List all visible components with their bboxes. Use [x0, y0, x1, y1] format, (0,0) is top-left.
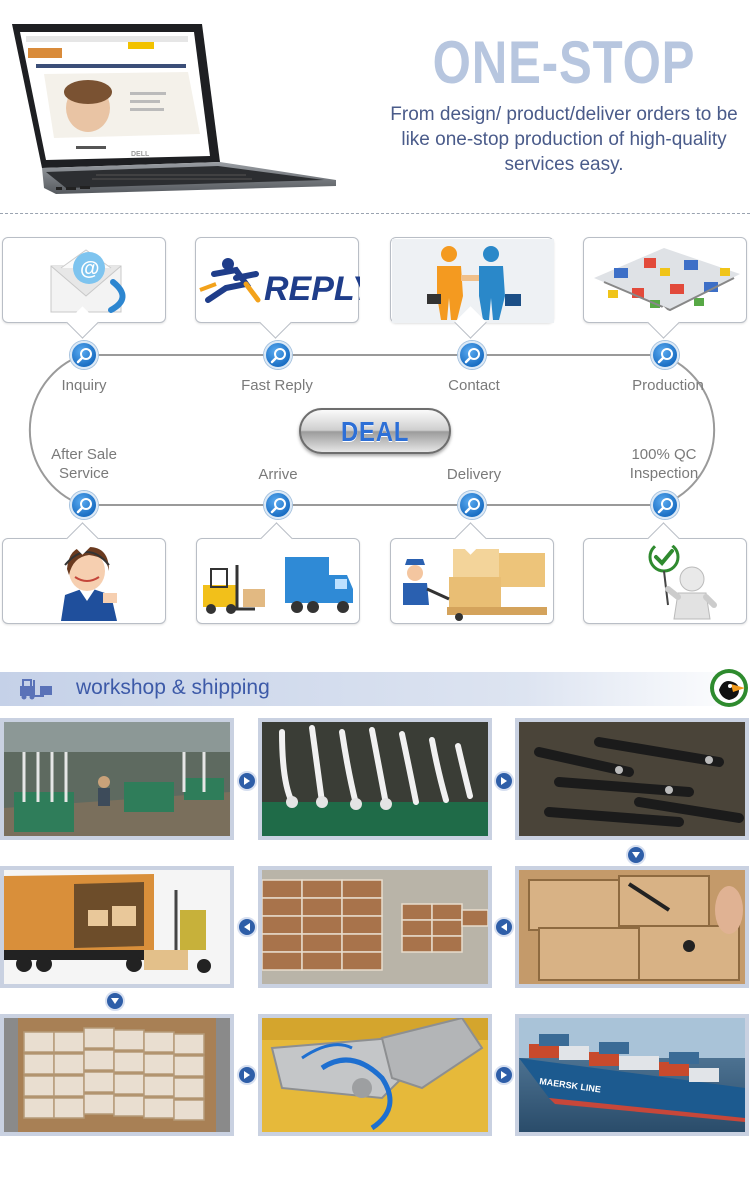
step-label-after-sale-service: After Sale Service: [51, 446, 117, 482]
production-search-icon[interactable]: [651, 341, 679, 369]
delivery-card: [390, 538, 554, 624]
photo-product-closeup-blue-cord[interactable]: [258, 1014, 492, 1136]
arrive-card: [196, 538, 360, 624]
qc-search-icon[interactable]: [651, 491, 679, 519]
prev-arrow-icon[interactable]: [494, 917, 514, 937]
next-arrow-icon[interactable]: [237, 771, 257, 791]
next-arrow-icon[interactable]: [237, 1065, 257, 1085]
next-arrow-icon[interactable]: [494, 1065, 514, 1085]
inquiry-card: @: [2, 237, 166, 323]
photo-black-part-bins[interactable]: [515, 718, 749, 840]
workshop-header-bar: [0, 672, 750, 706]
prev-arrow-icon[interactable]: [237, 917, 257, 937]
contact-search-icon[interactable]: [458, 341, 486, 369]
workshop-title: workshop & shipping: [76, 676, 270, 699]
forklift-truck-icon: [203, 557, 353, 614]
factory-line-icon: [594, 248, 740, 312]
photo-white-coated-hooks[interactable]: [258, 718, 492, 840]
handshake-icon: [392, 239, 554, 323]
email-at-icon: @: [50, 249, 126, 313]
step-label-production: Production: [632, 377, 704, 394]
production-card: [583, 237, 747, 323]
support-agent-icon: [61, 546, 117, 621]
step-label-arrive: Arrive: [258, 466, 298, 483]
deal-label: DEAL: [340, 416, 410, 447]
reply-word: REPLY: [264, 270, 360, 308]
step-label-delivery: Delivery: [446, 466, 502, 483]
laptop-image: DELL: [12, 24, 336, 194]
photo-container-ship[interactable]: MAERSK LINE: [515, 1014, 749, 1136]
step-label-fast-reply: Fast Reply: [241, 377, 313, 394]
contact-card: [390, 237, 554, 323]
deal-button[interactable]: DEAL: [299, 408, 451, 454]
tagline: From design/ product/deliver orders to b…: [390, 104, 738, 175]
down-arrow-icon[interactable]: [105, 991, 125, 1011]
delivery-search-icon[interactable]: [458, 491, 486, 519]
pallet-delivery-icon: [403, 549, 547, 621]
down-arrow-icon[interactable]: [626, 845, 646, 865]
photo-container-full-cartons[interactable]: [0, 1014, 234, 1136]
step-label-inquiry: Inquiry: [61, 377, 107, 394]
photo-workshop-hanging-line[interactable]: [0, 718, 234, 840]
hero-section: DELL ONE-STOP From design/ product/deliv…: [0, 0, 750, 210]
qc-inspection-card: [583, 538, 747, 624]
toucan-logo-icon: [710, 669, 748, 707]
arrive-search-icon[interactable]: [264, 491, 292, 519]
fast-reply-card: REPLY: [195, 237, 360, 323]
after-sale-search-icon[interactable]: [70, 491, 98, 519]
svg-text:DELL: DELL: [131, 151, 150, 158]
after-sale-card: [2, 538, 166, 624]
next-arrow-icon[interactable]: [494, 771, 514, 791]
forklift-icon: [20, 679, 52, 700]
photo-container-loading-forklift[interactable]: [0, 866, 234, 988]
fast-reply-search-icon[interactable]: [264, 341, 292, 369]
step-label-qc-inspection: 100% QC Inspection: [629, 446, 699, 482]
svg-text:@: @: [80, 258, 100, 280]
photo-stacked-cartons[interactable]: [258, 866, 492, 988]
inquiry-search-icon[interactable]: [70, 341, 98, 369]
divider: [0, 213, 750, 214]
reply-runner-icon: REPLY: [199, 258, 360, 308]
photo-parts-in-cartons[interactable]: [515, 866, 749, 988]
step-label-contact: Contact: [448, 377, 500, 394]
checkmark-person-icon: [648, 541, 717, 620]
page-title: ONE-STOP: [432, 29, 696, 96]
